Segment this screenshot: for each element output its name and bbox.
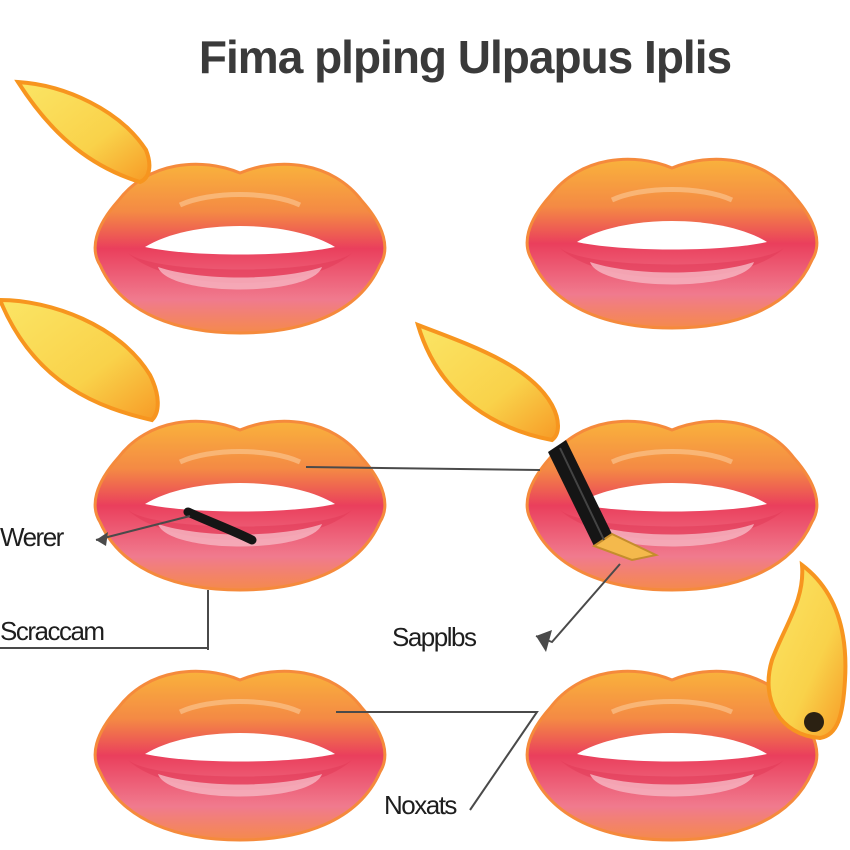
- label-scraccam: Scraccam: [0, 616, 105, 646]
- lips-bottom-left: [95, 671, 385, 840]
- match-head-icon: [804, 712, 824, 732]
- brush-icon: [548, 440, 660, 562]
- wand-icon: [183, 507, 257, 545]
- arrowhead-icon: [96, 532, 552, 652]
- lips-top-right: [527, 159, 817, 328]
- page-title: Fima plping Ulpapus Iplis: [198, 31, 732, 83]
- lips-middle-right: [527, 421, 817, 590]
- flame-icon: [414, 321, 560, 443]
- flame-icon: [0, 297, 160, 423]
- flame-icon: [14, 79, 152, 185]
- lips-middle-left: [95, 421, 385, 590]
- flame-icon: [766, 560, 848, 741]
- label-sapplbs: Sapplbs: [392, 622, 477, 652]
- label-werer: Werer: [0, 522, 64, 552]
- label-noxats: Noxats: [384, 790, 457, 820]
- lips-top-left: [95, 164, 385, 333]
